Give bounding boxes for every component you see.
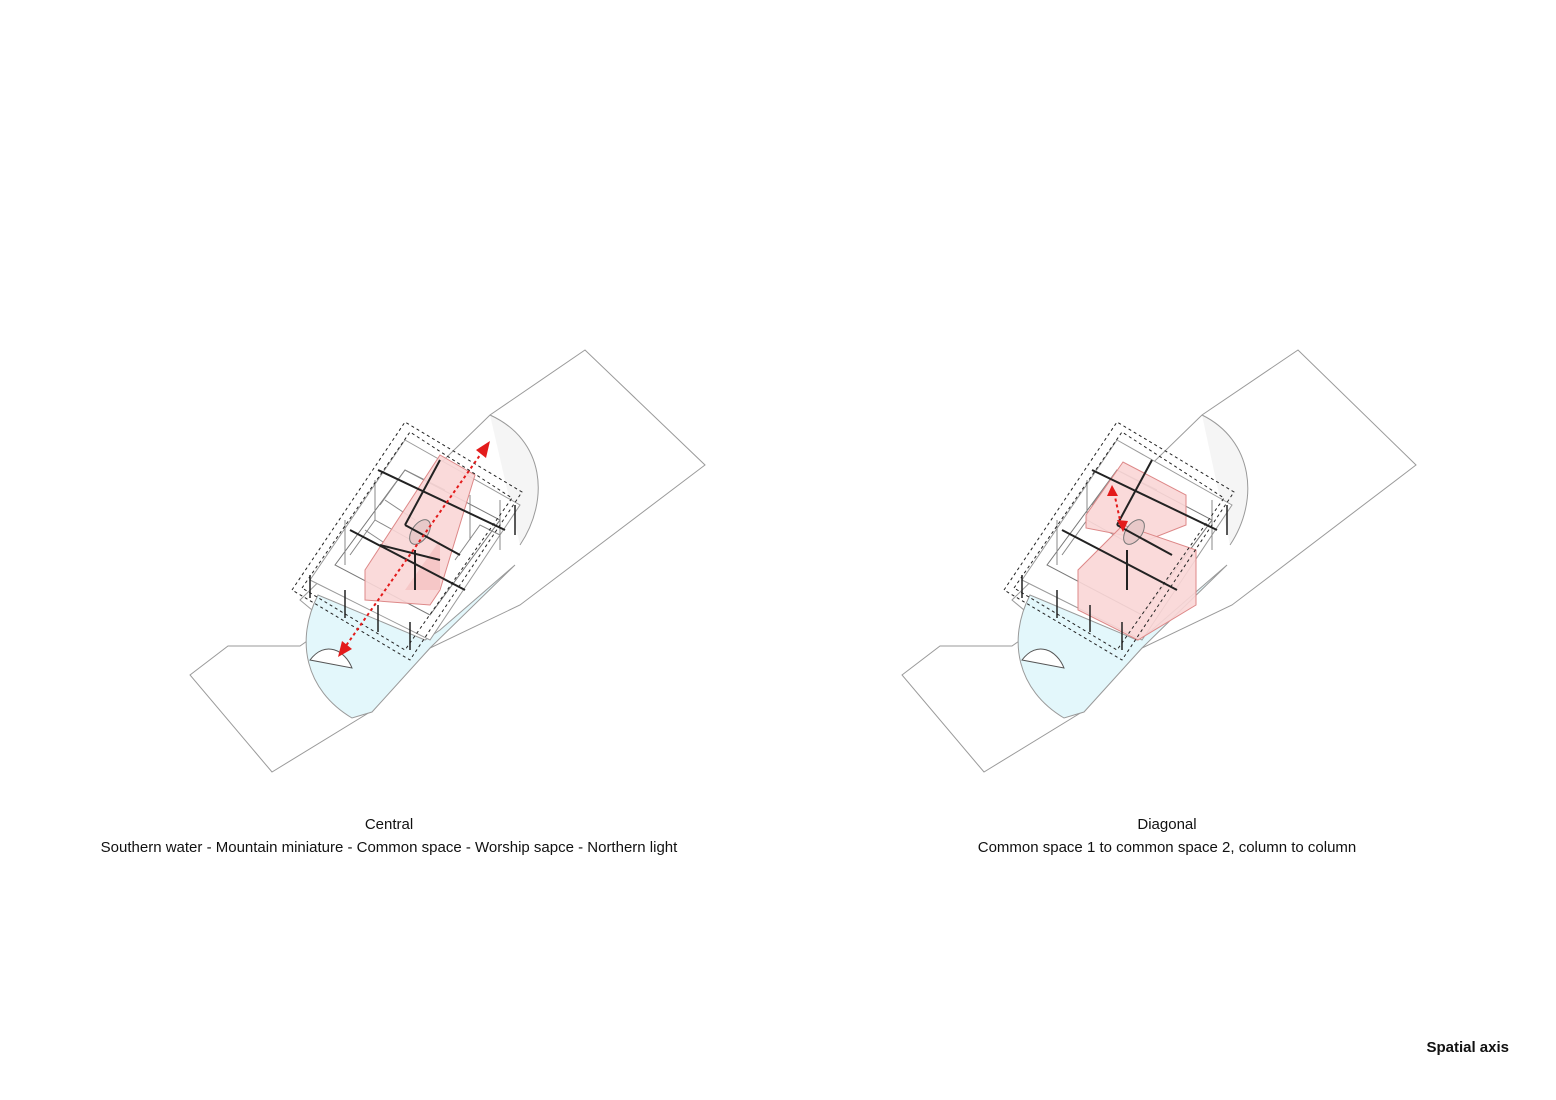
diagram-subtitle: Common space 1 to common space 2, column… [977,839,1357,856]
diagonal-axonometric-drawing [901,349,1417,773]
diagram-title: Central [364,816,414,833]
sheet-title: Spatial axis [1426,1039,1509,1056]
axis-arrowhead-south [1117,520,1128,532]
roof-frame-outer [1003,421,1235,661]
roof-frame-inner [301,431,513,651]
central-axis-diagram: Central Southern water - Mountain miniat… [100,349,706,856]
diagonal-axis-diagram: Diagonal Common space 1 to common space … [778,0,1556,1100]
diagram-subtitle: Southern water - Mountain miniature - Co… [100,839,678,856]
common-space-1 [1085,461,1187,541]
axis-arrowhead-north [1107,485,1118,496]
central-axonometric-drawing [189,349,706,773]
mountain-miniature [1021,648,1065,669]
diagram-title: Diagonal [1137,816,1197,833]
axis-arrowhead-north [476,441,490,458]
northern-courtyard [1201,414,1249,546]
roof-frame-outer [291,421,523,661]
central-axis-line [342,447,486,651]
northern-courtyard [489,414,539,546]
roof-frame-inner [1013,431,1225,651]
axis-arrowhead-south [338,641,352,657]
